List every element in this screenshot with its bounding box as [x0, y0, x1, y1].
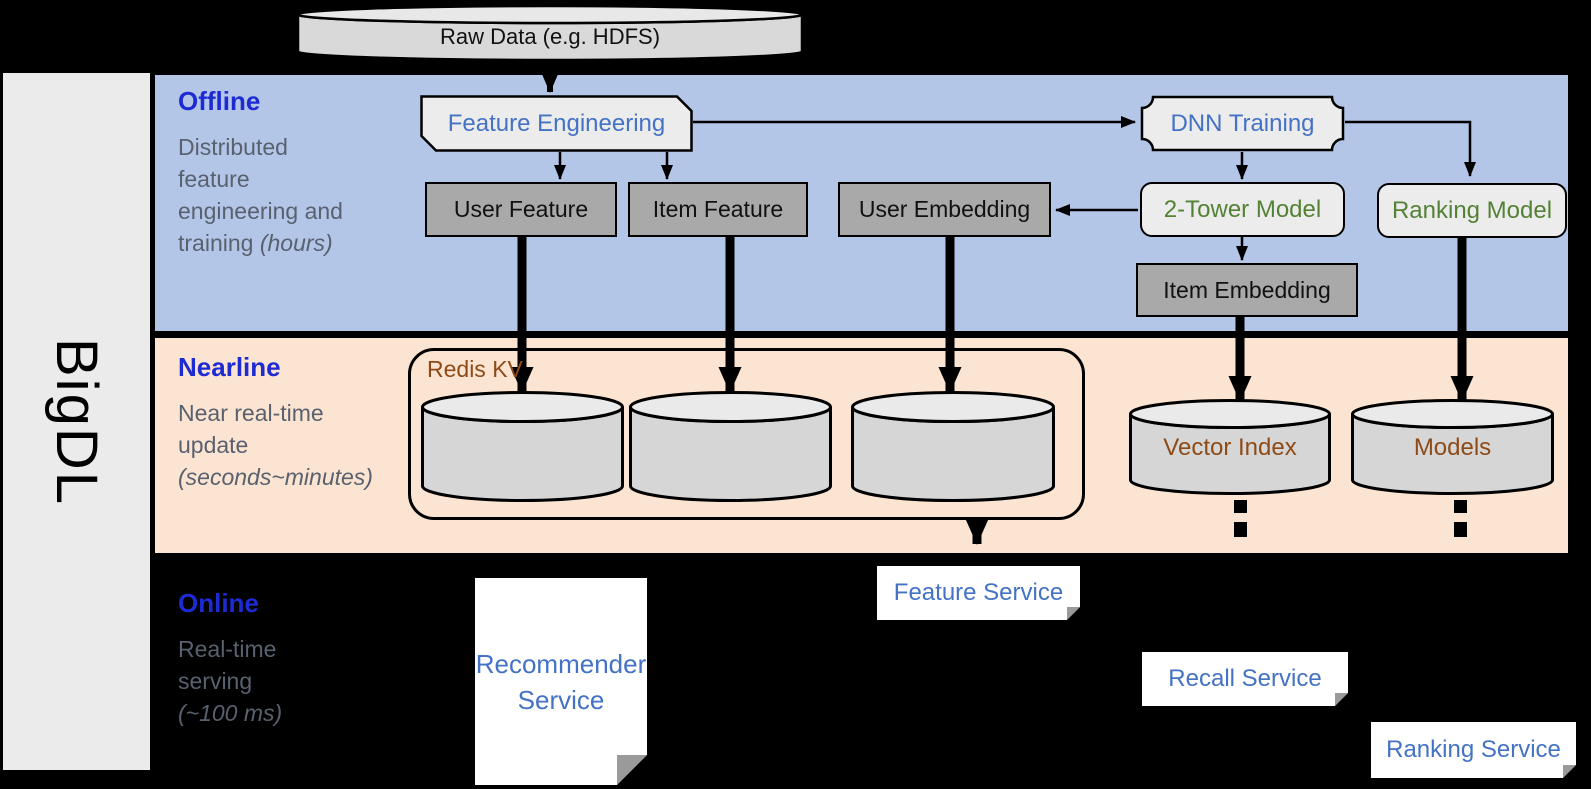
redis-shard-cylinder-2	[628, 390, 833, 505]
nearline-title: Nearline	[178, 352, 281, 382]
database-cylinder-icon	[1128, 399, 1332, 495]
user-feature-label: User Feature	[453, 196, 589, 222]
feature-service-label: Feature Service	[893, 579, 1064, 606]
two-tower-model-node: 2-Tower Model	[1140, 182, 1345, 237]
database-cylinder-icon	[629, 391, 832, 502]
feature-engineering-node: Feature Engineering	[420, 95, 693, 152]
redis-kv-container: Redis KV	[408, 348, 1085, 520]
feature-service-node: Feature Service	[877, 566, 1080, 620]
redis-shard-cylinder-3	[850, 390, 1056, 505]
item-embedding-label: Item Embedding	[1163, 276, 1331, 303]
recall-service-label: Recall Service	[1168, 665, 1322, 692]
redis-shard-cylinder-1	[420, 390, 625, 505]
vector-index-cylinder: Vector Index	[1128, 398, 1332, 498]
database-cylinder-icon	[296, 4, 804, 62]
recommender-service-node: Recommender Service	[475, 578, 647, 785]
redis-kv-label: Redis KV	[427, 356, 523, 382]
item-feature-label: Item Feature	[652, 196, 784, 222]
recall-service-node: Recall Service	[1142, 652, 1348, 706]
feature-engineering-label: Feature Engineering	[447, 109, 666, 137]
offline-title: Offline	[178, 86, 261, 116]
bigdl-sidebar: BigDL	[3, 73, 150, 770]
recommender-service-label: Recommender Service	[475, 648, 647, 715]
item-embedding-node: Item Embedding	[1136, 263, 1358, 317]
offline-section-text: Offline Distributed feature engineering …	[178, 86, 508, 259]
bigdl-label: BigDL	[44, 337, 109, 506]
ranking-model-label: Ranking Model	[1391, 196, 1553, 224]
two-tower-model-label: 2-Tower Model	[1163, 195, 1322, 223]
ranking-service-node: Ranking Service	[1371, 722, 1576, 778]
nearline-description: Near real-time update (seconds~minutes)	[178, 400, 373, 490]
user-feature-node: User Feature	[425, 182, 617, 237]
user-embedding-node: User Embedding	[838, 182, 1051, 237]
card-shape-icon	[420, 95, 693, 152]
database-cylinder-icon	[1351, 399, 1554, 495]
nearline-section-text: Nearline Near real-time update (seconds~…	[178, 352, 508, 493]
user-embedding-label: User Embedding	[858, 196, 1031, 222]
models-cylinder: Models	[1350, 398, 1555, 498]
item-feature-node: Item Feature	[628, 182, 808, 237]
online-title: Online	[178, 588, 259, 618]
database-cylinder-icon	[421, 391, 624, 502]
online-description: Real-time serving (~100 ms)	[178, 636, 283, 726]
ranking-service-label: Ranking Service	[1386, 736, 1561, 763]
dnn-training-node: DNN Training	[1140, 95, 1345, 152]
online-section-text: Online Real-time serving (~100 ms)	[178, 588, 508, 729]
models-label: Models	[1413, 434, 1492, 461]
ranking-model-node: Ranking Model	[1377, 183, 1567, 238]
offline-description: Distributed feature engineering and trai…	[178, 134, 343, 256]
raw-data-label: Raw Data (e.g. HDFS)	[439, 24, 661, 49]
raw-data-cylinder: Raw Data (e.g. HDFS)	[295, 4, 805, 62]
database-cylinder-icon	[851, 391, 1055, 502]
dnn-training-label: DNN Training	[1170, 109, 1315, 137]
vector-index-label: Vector Index	[1163, 434, 1297, 461]
plaque-shape-icon	[1140, 95, 1345, 152]
